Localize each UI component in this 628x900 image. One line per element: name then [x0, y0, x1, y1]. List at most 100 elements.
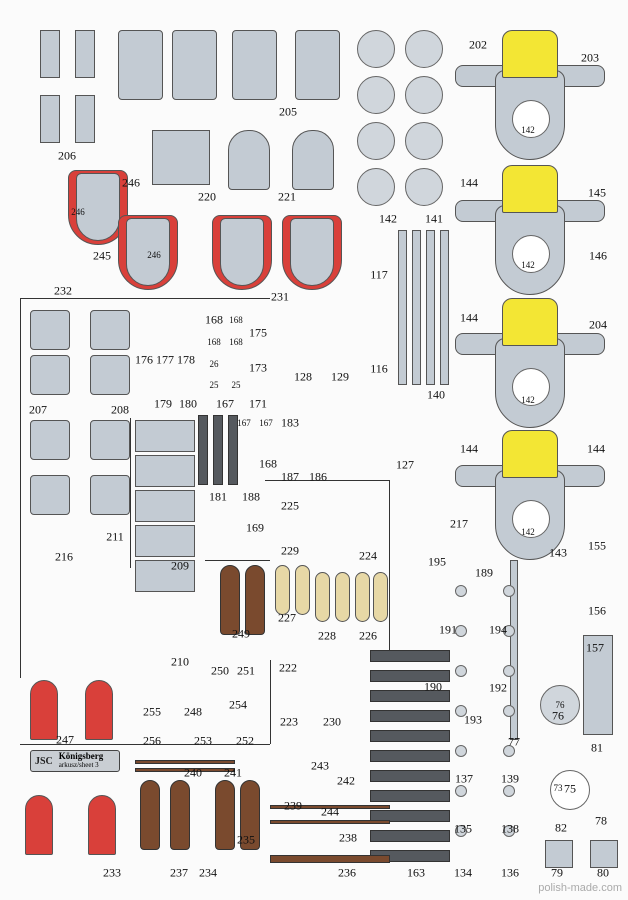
part-number-label: 25: [209, 380, 219, 390]
part-number-label: 238: [339, 830, 357, 845]
gun-barrel: [370, 650, 450, 662]
part-number-label: 233: [103, 865, 121, 880]
gun-barrel: [370, 770, 450, 782]
part-number-label: 168: [207, 337, 221, 347]
part-number-label: 222: [279, 660, 297, 675]
disc-part: [405, 122, 443, 160]
divider-line: [130, 418, 131, 568]
title-block: JSC Königsberg arkusz/sheet 3: [30, 750, 120, 772]
part-number-label: 179: [154, 396, 172, 411]
part-number-label: 189: [475, 565, 493, 580]
stick-part: [135, 760, 235, 764]
part-number-label: 226: [359, 628, 377, 643]
part-number-label: 192: [489, 680, 507, 695]
part-number-label: 171: [249, 396, 267, 411]
disc-part: [512, 100, 550, 138]
part-number-label: 157: [586, 640, 604, 655]
part-number-label: 207: [29, 402, 47, 417]
fin-red: [30, 680, 58, 740]
gun-barrel: [370, 670, 450, 682]
part-number-label: 245: [93, 248, 111, 263]
part-number-label: 242: [337, 773, 355, 788]
part-number-label: 256: [143, 733, 161, 748]
hull-part: [232, 30, 277, 100]
part-number-label: 129: [331, 369, 349, 384]
part-number-label: 247: [56, 732, 74, 747]
part-number-label: 180: [179, 396, 197, 411]
ring-part: [503, 625, 515, 637]
ring-part: [503, 705, 515, 717]
nacelle-part: [228, 130, 270, 190]
part-number-label: 163: [407, 865, 425, 880]
part-number-label: 134: [454, 865, 472, 880]
panel-part: [135, 560, 195, 592]
part-number-label: 191: [439, 622, 457, 637]
part-number-label: 79: [551, 865, 563, 880]
part-number-label: 210: [171, 654, 189, 669]
ring-part: [455, 745, 467, 757]
panel-part: [135, 490, 195, 522]
part-number-label: 216: [55, 549, 73, 564]
disc-part: [357, 30, 395, 68]
boat-part: [215, 780, 235, 850]
part-number-label: 194: [489, 622, 507, 637]
part-number-label: 142: [521, 395, 535, 405]
part-number-label: 220: [198, 189, 216, 204]
fin-red: [25, 795, 53, 855]
part-number-label: 135: [454, 821, 472, 836]
boat-part: [170, 780, 190, 850]
part-number-label: 175: [249, 325, 267, 340]
part-number-label: 241: [224, 765, 242, 780]
disc-part: [550, 770, 590, 810]
part-number-label: 156: [588, 603, 606, 618]
fin-red: [88, 795, 116, 855]
part-number-label: 209: [171, 558, 189, 573]
divider-line: [270, 660, 271, 744]
part-number-label: 190: [424, 679, 442, 694]
boat-part: [140, 780, 160, 850]
part-number-label: 246: [122, 175, 140, 190]
part-number-label: 204: [589, 317, 607, 332]
frame-part: [90, 420, 130, 460]
disc-part: [405, 76, 443, 114]
panel-part: [583, 635, 613, 735]
part-number-label: 251: [237, 663, 255, 678]
ring-part: [503, 585, 515, 597]
divider-line: [205, 560, 270, 561]
part-number-label: 76: [552, 708, 564, 723]
hull-grey: [126, 218, 170, 286]
gun-barrel: [370, 810, 450, 822]
part-number-label: 231: [271, 289, 289, 304]
part-number-label: 25: [231, 380, 241, 390]
part-number-label: 167: [259, 418, 273, 428]
boat-part: [335, 572, 350, 622]
ring-part: [455, 785, 467, 797]
ring-part: [455, 825, 467, 837]
part-number-label: 203: [581, 50, 599, 65]
ring-part: [503, 665, 515, 677]
gun-barrel: [370, 710, 450, 722]
part-number-label: 243: [311, 758, 329, 773]
part-number-label: 246: [71, 207, 85, 217]
part-number-label: 232: [54, 283, 72, 298]
strut-part: [40, 30, 60, 78]
part-number-label: 236: [338, 865, 356, 880]
part-number-label: 139: [501, 771, 519, 786]
gun-barrel: [370, 790, 450, 802]
part-number-label: 26: [209, 359, 219, 369]
boat-part: [373, 572, 388, 622]
frame-part: [30, 310, 70, 350]
hull-grey: [76, 173, 120, 241]
part-number-label: 221: [278, 189, 296, 204]
panel-part: [135, 455, 195, 487]
disc-part: [357, 122, 395, 160]
part-number-label: 155: [588, 538, 606, 553]
part-number-label: 143: [549, 545, 567, 560]
part-number-label: 234: [199, 865, 217, 880]
part-number-label: 254: [229, 697, 247, 712]
part-number-label: 142: [521, 527, 535, 537]
strip-part: [510, 560, 518, 740]
yellow-cap: [502, 30, 558, 78]
gun-barrel: [370, 730, 450, 742]
ring-part: [503, 785, 515, 797]
